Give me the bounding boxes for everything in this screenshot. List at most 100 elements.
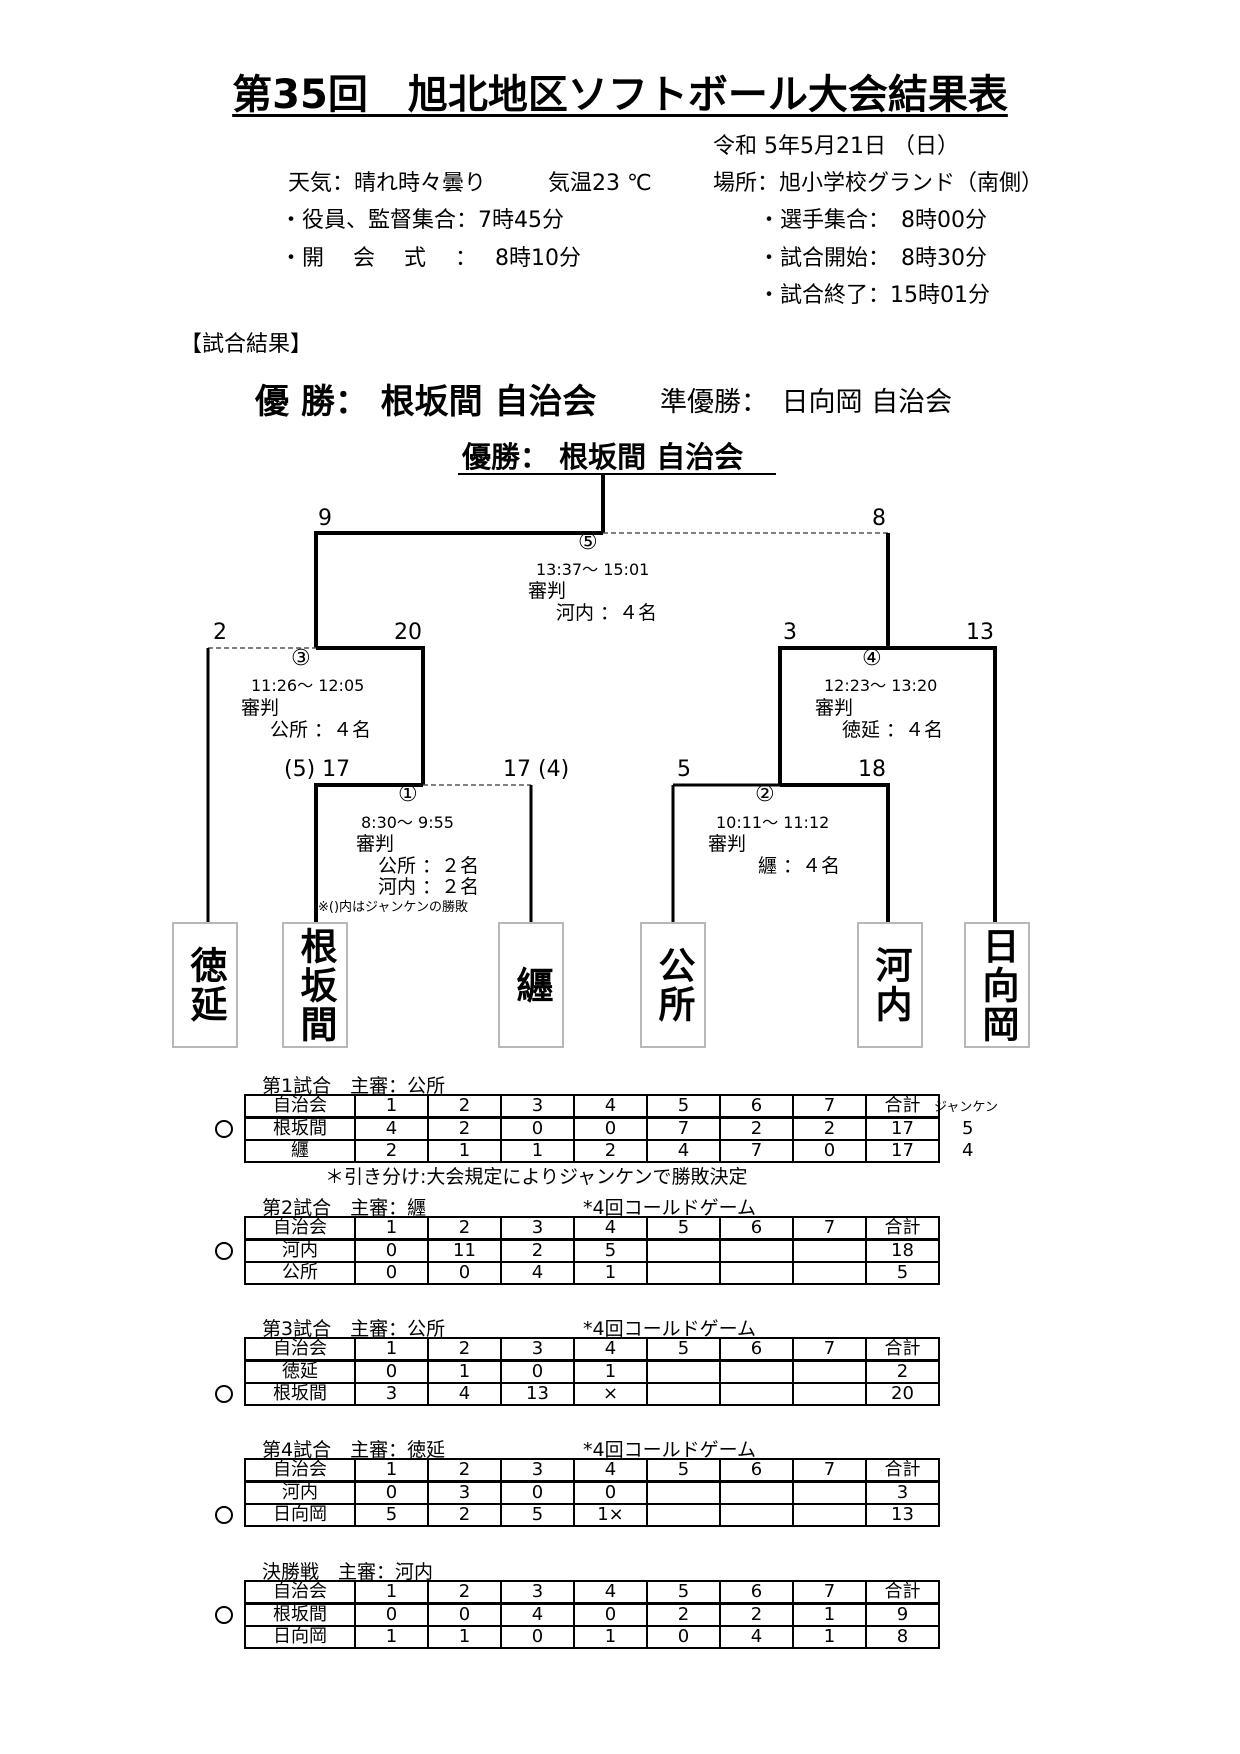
score-cell — [646, 1261, 721, 1285]
champion-label: 優勝： 根坂間 自治会 — [462, 440, 744, 474]
score-header-cell: 5 — [646, 1580, 721, 1605]
score-cell: 17 — [865, 1139, 940, 1163]
score-cell — [719, 1503, 794, 1527]
semi-left-ref: 公所 ：４名 — [270, 719, 372, 741]
bracket-lines — [206, 473, 997, 922]
team-name-cell: 纒 — [244, 1139, 356, 1163]
score-cell: 1 — [427, 1359, 502, 1384]
score-cell: 20 — [865, 1382, 940, 1406]
score-cell: 1× — [573, 1503, 648, 1527]
score-header-cell: 4 — [573, 1216, 648, 1241]
score-header-cell: 2 — [427, 1458, 502, 1483]
score-cell: 2 — [719, 1602, 794, 1627]
score-header-cell: 自治会 — [244, 1458, 356, 1483]
semi-left-right-score: 20 — [394, 620, 422, 645]
score-header-cell: 合計 — [865, 1337, 940, 1362]
score-cell: 0 — [792, 1139, 867, 1163]
score-header-cell: 6 — [719, 1458, 794, 1483]
score-cell: 3 — [354, 1382, 429, 1406]
team-name-cell: 根坂間 — [244, 1602, 356, 1627]
score-cell: 1 — [427, 1625, 502, 1649]
score-cell — [646, 1238, 721, 1263]
team-name-cell: 根坂間 — [244, 1116, 356, 1141]
team-box-tokunobu: 徳延 — [172, 922, 238, 1048]
score-header-cell: 自治会 — [244, 1216, 356, 1241]
score-cell: 0 — [573, 1480, 648, 1505]
semi-left-time: 11:26～ 12:05 — [251, 676, 365, 695]
semi-right-ref-label: 審判 — [815, 697, 854, 719]
score-cell: 0 — [354, 1238, 429, 1263]
team-name-cell: 徳延 — [244, 1359, 356, 1384]
semi-left-game-number: ③ — [291, 646, 311, 671]
score-cell — [719, 1382, 794, 1406]
score-cell: 1 — [573, 1625, 648, 1649]
score-cell: 0 — [354, 1261, 429, 1285]
team-name-cell: 公所 — [244, 1261, 356, 1285]
score-cell: 0 — [573, 1602, 648, 1627]
score-header-cell: 2 — [427, 1216, 502, 1241]
score-cell: 18 — [865, 1238, 940, 1263]
score-cell — [792, 1382, 867, 1406]
game-title: 決勝戦 主審：河内 — [262, 1561, 434, 1583]
score-cell: 4 — [646, 1139, 721, 1163]
score-header-cell: 合計 — [865, 1216, 940, 1241]
score-cell: × — [573, 1382, 648, 1406]
score-header-cell: 7 — [792, 1458, 867, 1483]
score-header-cell: 4 — [573, 1458, 648, 1483]
score-cell: 5 — [354, 1503, 429, 1527]
janken-label: ジャンケン — [934, 1100, 998, 1115]
winner-line: 優 勝： 根坂間 自治会 — [255, 382, 597, 422]
score-cell: 13 — [500, 1382, 575, 1406]
janken-note: ※()内はジャンケンの勝敗 — [318, 900, 468, 915]
score-header-cell: 6 — [719, 1216, 794, 1241]
score-cell: 1 — [573, 1261, 648, 1285]
score-cell: 0 — [427, 1602, 502, 1627]
semi-right-left-score: 3 — [783, 620, 797, 645]
score-cell: 7 — [719, 1139, 794, 1163]
score-cell: 4 — [427, 1382, 502, 1406]
qf-right-ref-label: 審判 — [708, 833, 747, 855]
score-cell: 1 — [500, 1139, 575, 1163]
score-header-cell: 6 — [719, 1094, 794, 1119]
score-header-cell: 3 — [500, 1458, 575, 1483]
results-heading: 【試合結果】 — [180, 332, 313, 357]
score-header-cell: 4 — [573, 1337, 648, 1362]
score-cell: 0 — [500, 1480, 575, 1505]
final-game-number: ⑤ — [578, 530, 598, 555]
score-cell: 1 — [427, 1139, 502, 1163]
score-cell: 17 — [865, 1116, 940, 1141]
game-note: *4回コールドゲーム — [583, 1318, 757, 1340]
score-header-cell: 自治会 — [244, 1094, 356, 1119]
score-header-cell: 5 — [646, 1337, 721, 1362]
score-cell: 8 — [865, 1625, 940, 1649]
score-cell: 4 — [500, 1261, 575, 1285]
score-cell: 2 — [354, 1139, 429, 1163]
final-ref-label: 審判 — [528, 580, 567, 602]
score-cell: 7 — [646, 1116, 721, 1141]
qf-right-time: 10:11～ 11:12 — [716, 813, 830, 832]
team-name-cell: 根坂間 — [244, 1382, 356, 1406]
final-ref: 河内 ：４名 — [556, 602, 658, 624]
score-header-cell: 2 — [427, 1580, 502, 1605]
score-cell — [792, 1480, 867, 1505]
score-cell: 5 — [865, 1261, 940, 1285]
score-header-cell: 1 — [354, 1094, 429, 1119]
winner-circle-icon — [215, 1242, 233, 1260]
qf-left-ref-2: 河内 ：２名 — [378, 876, 480, 898]
score-header-cell: 5 — [646, 1094, 721, 1119]
game-title: 第1試合 主審：公所 — [262, 1075, 446, 1097]
semi-right-game-number: ④ — [862, 646, 882, 671]
score-cell: 4 — [719, 1625, 794, 1649]
schedule-officials: ・役員、監督集合：7時45分 — [280, 208, 564, 233]
score-cell: 4 — [354, 1116, 429, 1141]
score-header-cell: 4 — [573, 1094, 648, 1119]
score-cell: 0 — [646, 1625, 721, 1649]
weather: 天気：晴れ時々曇り — [288, 171, 487, 196]
score-cell — [646, 1503, 721, 1527]
